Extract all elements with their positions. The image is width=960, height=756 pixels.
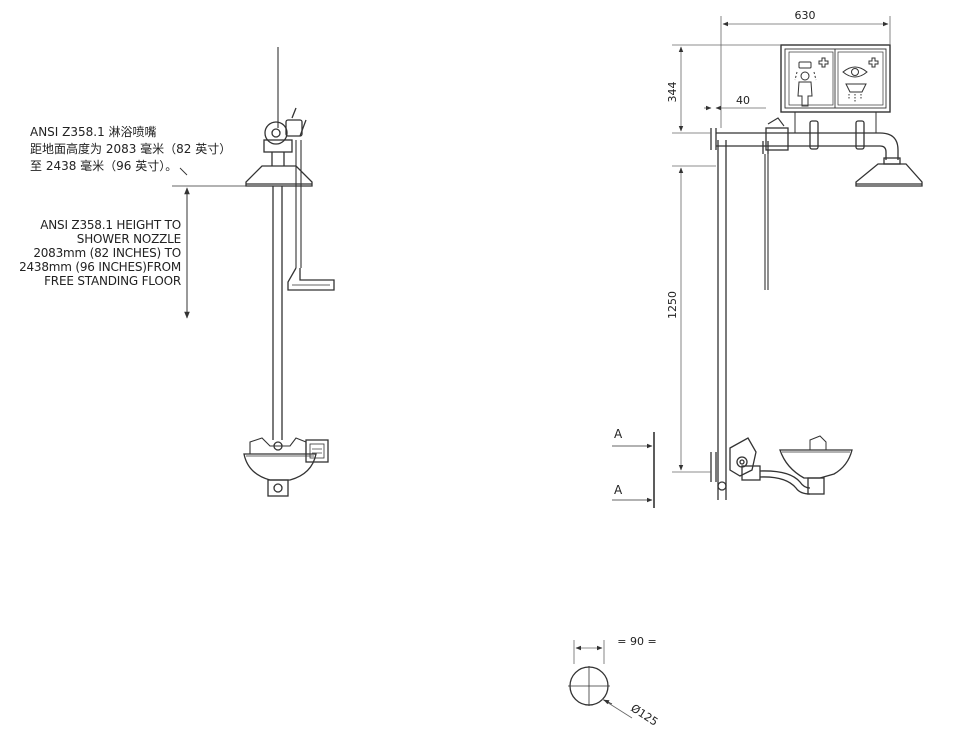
pipe-section-detail	[568, 640, 633, 719]
dimension-labels: 630 344 40 1250 A A	[614, 9, 816, 497]
en-note-line-1: ANSI Z358.1 HEIGHT TO	[40, 218, 181, 232]
section-mark-upper: A	[614, 427, 623, 441]
dimension-lines	[612, 16, 891, 508]
cn-note-line-2: 距地面高度为 2083 毫米（82 英寸）	[30, 142, 232, 156]
side-elevation-view	[710, 112, 923, 500]
dim-344-label: 344	[666, 82, 679, 103]
dim-1250-label: 1250	[666, 291, 679, 319]
english-height-note: ANSI Z358.1 HEIGHT TO SHOWER NOZZLE 2083…	[0, 218, 181, 288]
en-note-line-2: SHOWER NOZZLE	[76, 232, 181, 246]
dim-90-label: = 90 =	[617, 635, 656, 648]
chinese-height-note: ANSI Z358.1 淋浴喷嘴 距地面高度为 2083 毫米（82 英寸） 至…	[30, 124, 231, 175]
nozzle-height-dimension	[172, 167, 246, 319]
section-mark-lower: A	[614, 483, 623, 497]
cn-note-line-3: 至 2438 毫米（96 英寸）。	[30, 159, 178, 173]
first-aid-cross-icon	[818, 57, 879, 68]
en-note-line-5: FREE STANDING FLOOR	[44, 274, 181, 288]
shower-person-icon	[794, 61, 817, 107]
front-elevation-view	[243, 47, 335, 497]
dim-630-label: 630	[795, 9, 816, 22]
en-note-line-4: 2438mm (96 INCHES)FROM	[19, 260, 181, 274]
dim-125-label: Ø125	[628, 702, 660, 729]
cn-note-line-1: ANSI Z358.1 淋浴喷嘴	[30, 125, 157, 139]
en-note-line-3: 2083mm (82 INCHES) TO	[33, 246, 181, 260]
eyewash-icon	[842, 66, 868, 102]
safety-sign	[780, 44, 891, 113]
dim-40-label: 40	[736, 94, 750, 107]
